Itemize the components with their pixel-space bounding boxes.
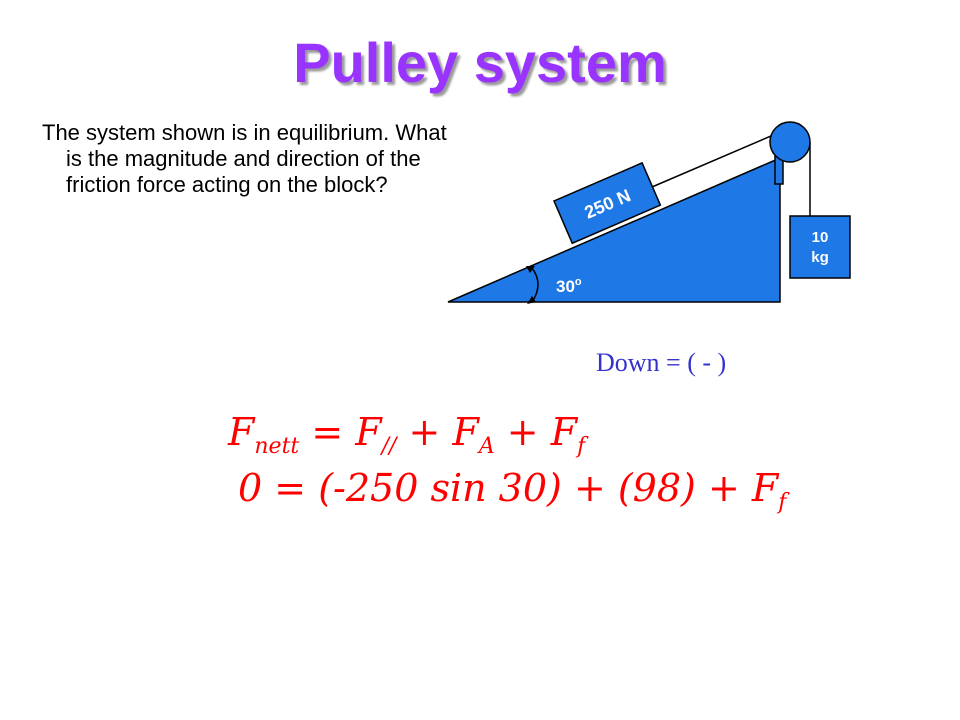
question-text: The system shown is in equilibrium. What… bbox=[42, 120, 447, 197]
equation-line-2: 0 = (-250 sin 30) + (98) + Ff bbox=[238, 466, 786, 515]
eq2-lhs: 0 bbox=[238, 466, 263, 510]
eq2-term1: (-250 sin 30) bbox=[318, 466, 562, 510]
rope-incline bbox=[644, 129, 786, 191]
eq1-plus2: + bbox=[494, 410, 551, 454]
eq2-equals: = bbox=[262, 466, 319, 510]
eq1-equals: = bbox=[299, 410, 356, 454]
sign-convention: Down = ( - ) bbox=[596, 348, 727, 377]
eq1-term2: F bbox=[452, 410, 479, 454]
mass-label-number: 10 bbox=[812, 229, 829, 246]
eq2-term3: F bbox=[751, 466, 779, 510]
block-250n bbox=[553, 161, 662, 245]
pulley-wheel bbox=[769, 121, 811, 163]
angle-label: 30o bbox=[556, 276, 582, 296]
slide-title: Pulley system bbox=[293, 31, 667, 94]
eq1-plus1: + bbox=[396, 410, 453, 454]
eq1-term1-sub: // bbox=[381, 434, 397, 459]
eq2-term3-sub: f bbox=[778, 490, 787, 515]
angle-arrowhead-top bbox=[526, 266, 535, 273]
eq2-term2: (98) bbox=[617, 466, 696, 510]
eq1-term2-sub: A bbox=[478, 434, 495, 459]
eq1-lhs: F bbox=[228, 410, 255, 454]
eq1-term3-sub: f bbox=[577, 434, 586, 459]
equation-line-1: Fnett = F// + FA + Ff bbox=[228, 410, 585, 459]
eq1-lhs-sub: nett bbox=[254, 434, 300, 459]
eq2-plus2: + bbox=[695, 466, 752, 510]
angle-arrowhead-bottom bbox=[527, 296, 536, 304]
hanging-mass bbox=[789, 215, 851, 279]
pulley-diagram: 250 N 10 kg 30o bbox=[447, 121, 851, 304]
mass-label-unit: kg bbox=[811, 249, 829, 266]
eq1-term1: F bbox=[355, 410, 382, 454]
eq1-term3: F bbox=[550, 410, 578, 454]
eq2-plus1: + bbox=[561, 466, 618, 510]
